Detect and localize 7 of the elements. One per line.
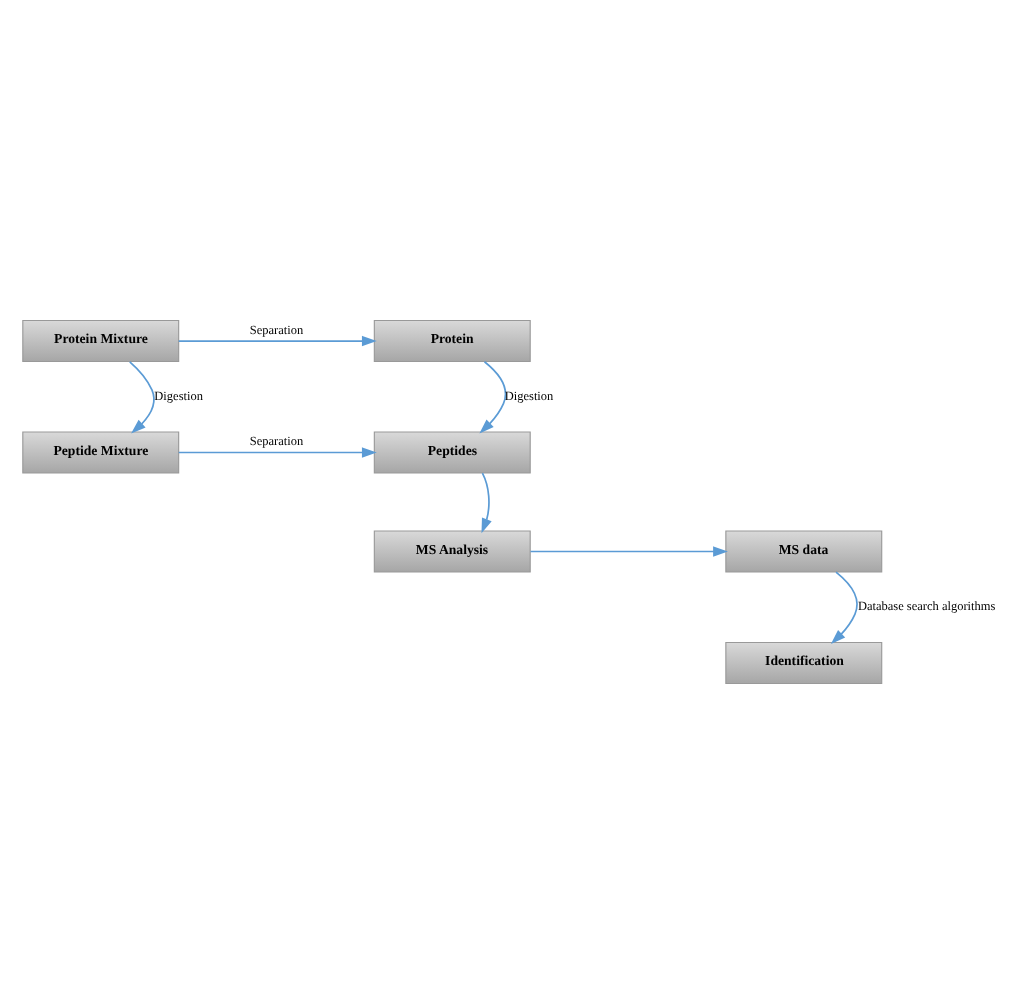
arrow bbox=[830, 570, 858, 643]
arrow bbox=[481, 471, 492, 533]
arrow bbox=[177, 446, 377, 457]
arrow bbox=[128, 359, 155, 433]
arrow bbox=[529, 545, 728, 556]
arrow bbox=[177, 334, 377, 346]
arrow bbox=[479, 359, 507, 433]
